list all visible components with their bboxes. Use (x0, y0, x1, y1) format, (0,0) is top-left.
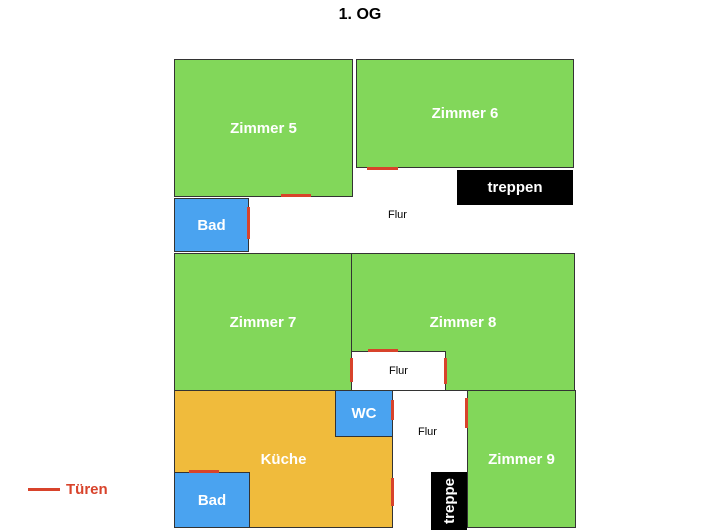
room-bad-top: Bad (174, 198, 249, 252)
stairs-treppe-label: treppe (440, 478, 458, 524)
room-wc: WC (335, 390, 393, 437)
room-bad-top-label: Bad (197, 216, 226, 234)
door-kueche (391, 478, 394, 506)
legend-doors-label: Türen (66, 481, 108, 498)
door-flur-middle-left (350, 358, 353, 382)
stairs-treppen-label: treppen (487, 179, 543, 196)
hallway-flur-top: Flur (388, 209, 407, 221)
door-bad-bottom (189, 470, 219, 473)
door-wc (391, 400, 394, 420)
hallway-flur-bottom: Flur (418, 426, 437, 438)
room-zimmer-7-label: Zimmer 7 (229, 313, 297, 331)
door-flur-middle-right (444, 358, 447, 384)
room-bad-bottom-label: Bad (197, 491, 227, 509)
room-kueche-label: Küche (260, 450, 307, 468)
room-bad-bottom: Bad (174, 472, 250, 528)
room-wc-label: WC (351, 405, 377, 422)
stairs-treppen: treppen (457, 170, 573, 205)
room-zimmer-9: Zimmer 9 (467, 390, 576, 528)
room-zimmer-5-label: Zimmer 5 (230, 119, 297, 137)
room-zimmer-5: Zimmer 5 (174, 59, 353, 197)
room-zimmer-7: Zimmer 7 (174, 253, 352, 391)
door-bad-top (247, 207, 250, 239)
hallway-flur-middle-label: Flur (389, 365, 408, 377)
stairs-treppe: treppe (431, 472, 467, 530)
room-zimmer-6: Zimmer 6 (356, 59, 574, 168)
room-zimmer-9-label: Zimmer 9 (488, 450, 555, 468)
hallway-flur-middle: Flur (351, 351, 446, 391)
door-zimmer-5 (281, 194, 311, 197)
door-zimmer-9 (465, 398, 468, 428)
room-zimmer-8-label: Zimmer 8 (429, 313, 497, 331)
legend-door-line (28, 488, 60, 491)
door-zimmer-6 (367, 167, 398, 170)
floor-title: 1. OG (338, 6, 382, 23)
room-zimmer-6-label: Zimmer 6 (431, 105, 499, 122)
door-zimmer-8 (368, 349, 398, 352)
